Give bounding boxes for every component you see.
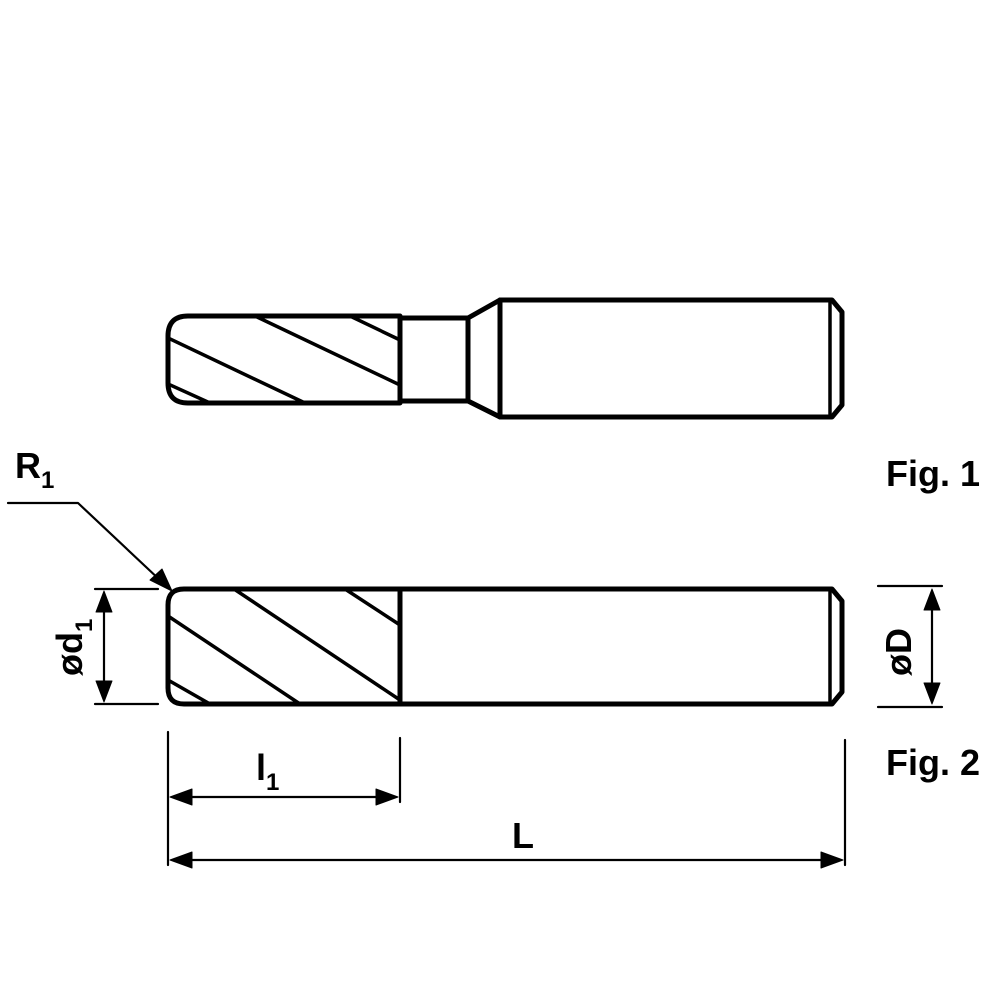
radius-label: R1 <box>15 445 54 494</box>
fig2-flutes <box>168 589 400 704</box>
overall-length-dimension <box>169 738 847 869</box>
overall-length-label: L <box>512 815 534 856</box>
figure-2-caption: Fig. 2 <box>886 742 980 783</box>
cutting-diameter-label: ød1 <box>49 619 98 676</box>
fig1-shank <box>497 297 845 420</box>
shank-diameter-dimension <box>876 584 944 709</box>
cutting-length-dimension <box>166 730 402 867</box>
fig1-neck <box>397 315 471 404</box>
cutting-diameter-dimension <box>93 587 160 706</box>
fig2-cutting-head <box>165 586 403 707</box>
fig2-shank <box>397 586 845 707</box>
fig1-taper <box>465 297 503 420</box>
radius-leader <box>6 501 173 592</box>
cutting-length-label: l1 <box>256 747 279 796</box>
shank-diameter-label: øD <box>878 628 919 676</box>
figure-1-caption: Fig. 1 <box>886 453 980 494</box>
fig2-tool <box>165 586 845 707</box>
fig1-tool <box>165 297 845 420</box>
fig1-flutes <box>168 316 400 403</box>
